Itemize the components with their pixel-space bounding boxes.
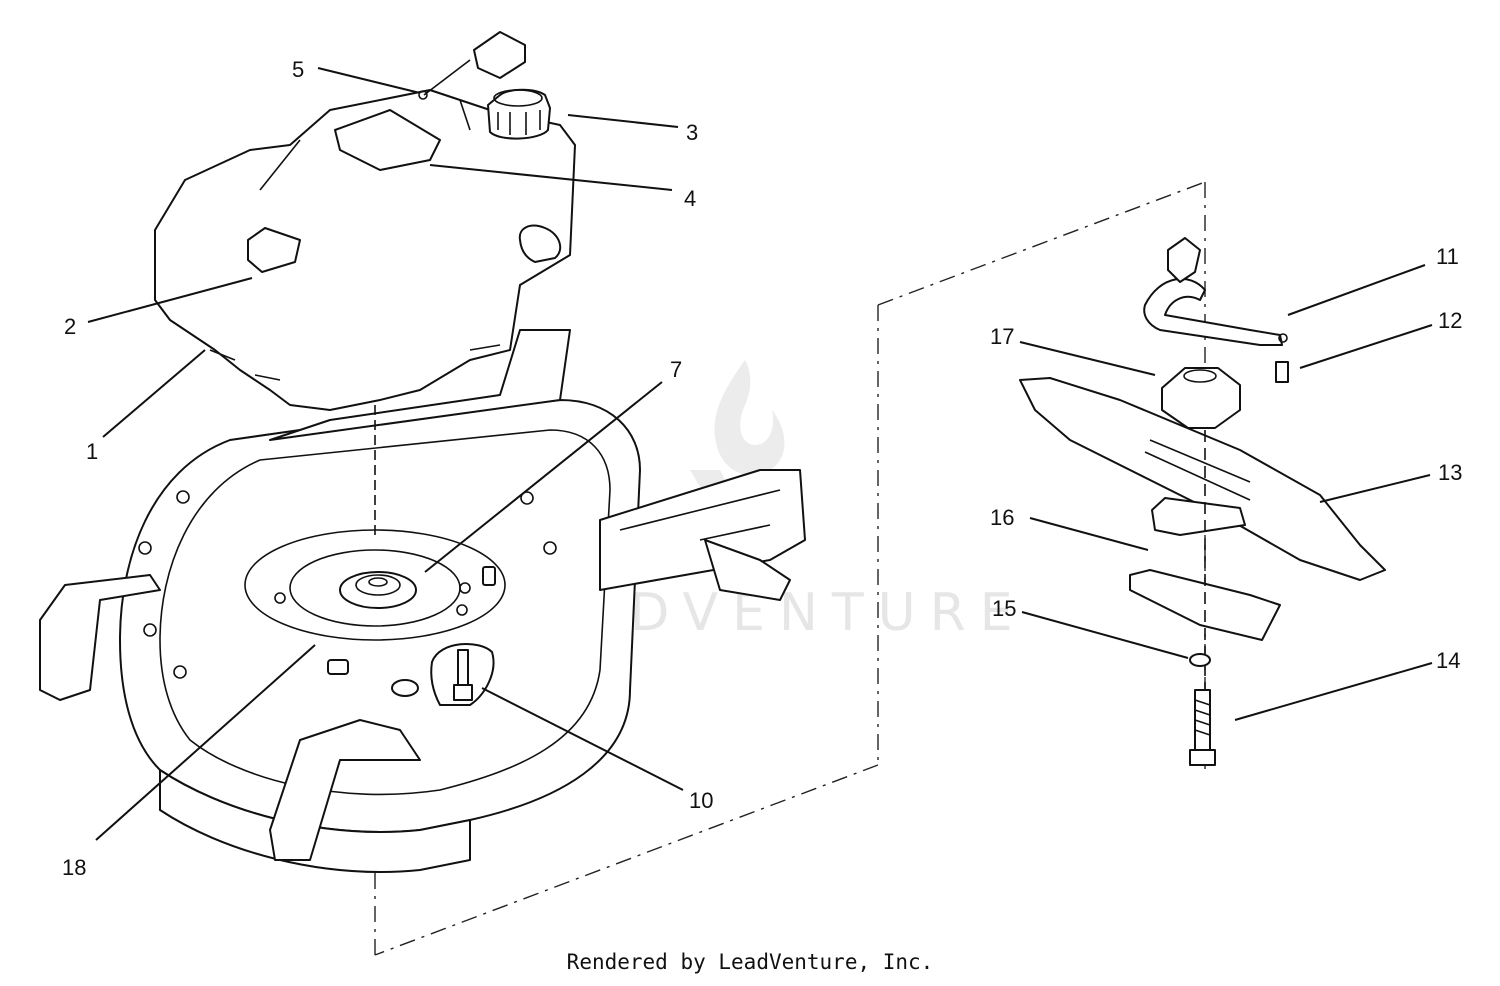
callout-15: 15 — [992, 596, 1016, 621]
blade-assembly — [1019, 237, 1386, 770]
watermark-flame-icon — [714, 360, 785, 476]
callout-1: 1 — [86, 439, 98, 464]
callout-17: 17 — [990, 324, 1014, 349]
callout-10: 10 — [689, 788, 713, 813]
bolt-10 — [453, 649, 473, 701]
callout-2: 2 — [64, 314, 76, 339]
render-credit: Rendered by LeadVenture, Inc. — [566, 950, 934, 974]
callout-13: 13 — [1438, 460, 1462, 485]
callout-18: 18 — [62, 855, 86, 880]
callout-14: 14 — [1436, 648, 1460, 673]
callout-3: 3 — [686, 120, 698, 145]
leader-lines — [87, 67, 1433, 841]
callout-4: 4 — [684, 186, 696, 211]
callout-7: 7 — [670, 357, 682, 382]
callout-12: 12 — [1438, 308, 1462, 333]
callout-11: 11 — [1436, 244, 1459, 269]
callout-5: 5 — [292, 57, 304, 82]
mower-deck — [39, 329, 806, 873]
callouts: 5 3 4 2 1 7 10 18 11 12 17 13 16 15 14 — [62, 57, 1462, 880]
callout-16: 16 — [990, 505, 1014, 530]
